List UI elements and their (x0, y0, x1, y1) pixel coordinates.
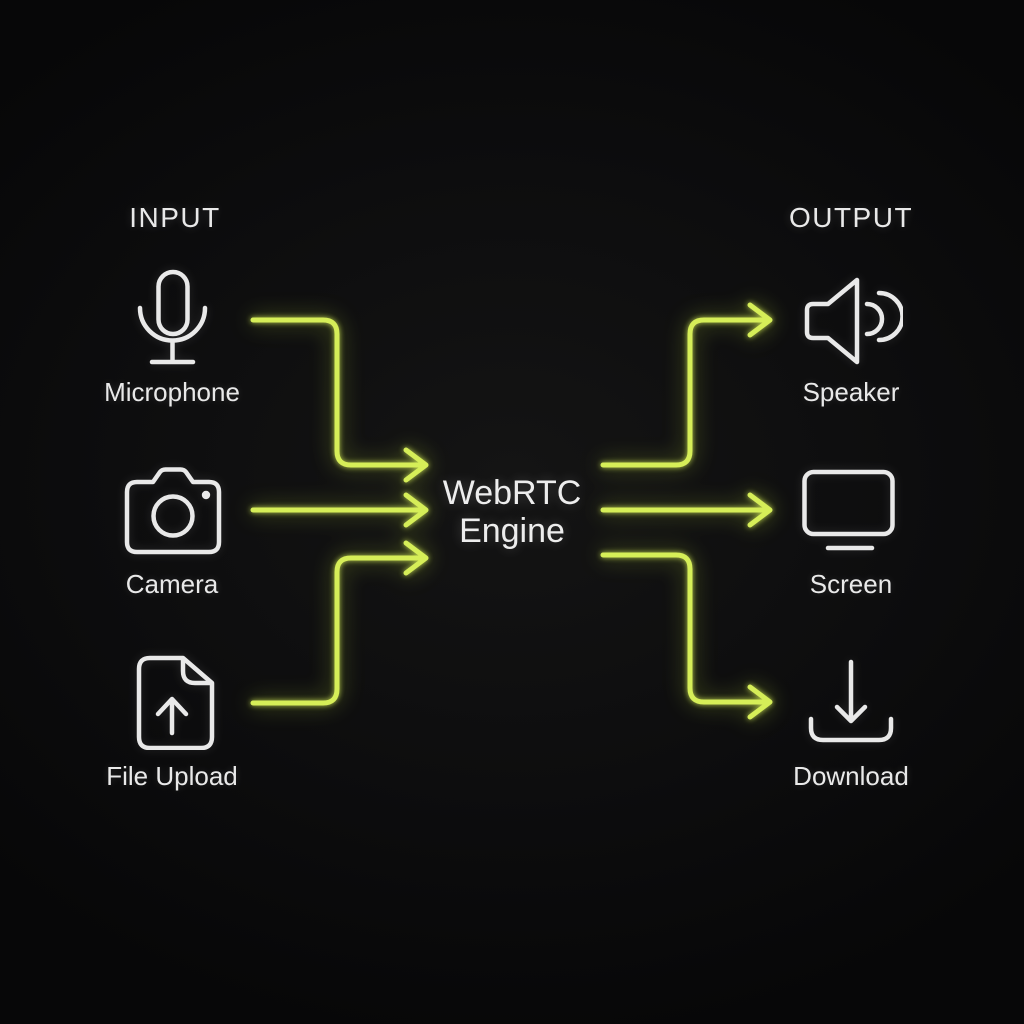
microphone-icon (137, 269, 208, 365)
output-label-speaker: Speaker (802, 377, 900, 407)
webrtc-engine-node: WebRTC Engine (362, 474, 662, 550)
output-label-download: Download (793, 761, 909, 791)
output-label-screen: Screen (809, 569, 893, 599)
arrow-engine-to-download (600, 552, 773, 720)
input-label-microphone: Microphone (104, 377, 240, 407)
speaker-icon (804, 277, 903, 365)
input-label-file-upload: File Upload (106, 761, 238, 791)
input-column-header: INPUT (129, 202, 221, 233)
arrow-engine-to-speaker (600, 302, 773, 468)
screen-icon (802, 469, 895, 551)
camera-icon (124, 467, 222, 555)
engine-title-line2: Engine (459, 512, 565, 550)
output-column-header: OUTPUT (788, 202, 914, 233)
arrow-camera-to-engine (250, 492, 429, 528)
engine-title-line1: WebRTC (442, 474, 582, 512)
file-upload-icon (136, 655, 215, 750)
input-label-camera: Camera (125, 569, 219, 599)
arrow-file-upload-to-engine (250, 540, 429, 706)
arrow-microphone-to-engine (250, 317, 429, 483)
download-icon (808, 659, 894, 743)
arrow-engine-to-screen (600, 492, 773, 528)
